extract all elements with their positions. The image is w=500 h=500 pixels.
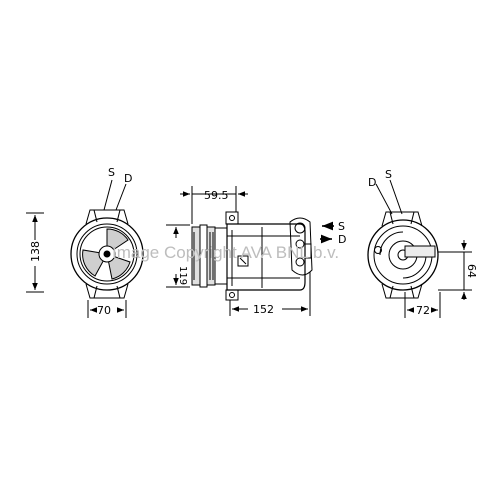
side-discharge-label: D bbox=[338, 233, 346, 246]
front-height-value: 138 bbox=[29, 241, 42, 262]
front-view bbox=[70, 179, 144, 299]
port-arrows bbox=[320, 221, 334, 244]
copyright-watermark: Image Copyright AVA BNL b.v. bbox=[112, 243, 339, 262]
rear-width-dimension bbox=[404, 292, 441, 318]
pulley-offset-value: 59.5 bbox=[204, 189, 229, 202]
rear-width-value: 72 bbox=[416, 304, 430, 317]
front-suction-label: S bbox=[108, 166, 115, 179]
front-discharge-label: D bbox=[124, 172, 132, 185]
side-length-value: 152 bbox=[253, 303, 274, 316]
front-width-value: 70 bbox=[97, 304, 111, 317]
side-length-dimension bbox=[229, 272, 311, 316]
side-height-value: 119 bbox=[177, 266, 188, 285]
side-view bbox=[191, 211, 313, 301]
pulley-offset-dimension bbox=[180, 186, 248, 224]
front-height-dimension bbox=[26, 212, 44, 293]
side-height-dimension bbox=[166, 224, 190, 288]
front-width-dimension bbox=[87, 300, 127, 318]
rear-height-value: 64 bbox=[465, 264, 478, 278]
rear-discharge-label: D bbox=[368, 176, 376, 189]
rear-view bbox=[367, 179, 439, 299]
rear-suction-label: S bbox=[385, 168, 392, 181]
rear-height-dimension bbox=[438, 240, 472, 300]
side-suction-label: S bbox=[338, 220, 345, 233]
